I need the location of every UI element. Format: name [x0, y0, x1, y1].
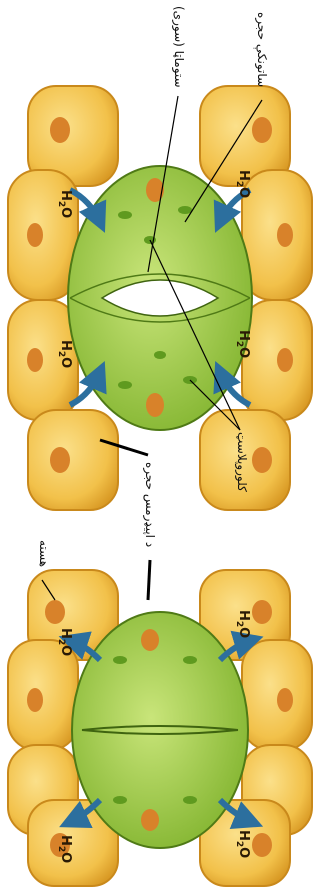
nucleus [27, 688, 43, 712]
epidermal-cell [242, 640, 312, 750]
nucleus [252, 833, 272, 857]
nucleus [45, 600, 65, 624]
guard-nucleus [146, 178, 164, 202]
guard-cells-closed [72, 612, 248, 848]
nucleus [27, 223, 43, 247]
chloroplast [183, 796, 197, 804]
label-epidermal-cell: د اپیډرمس حجره [142, 462, 157, 547]
open-stoma-panel: H2O H2O H2O H2O [8, 86, 312, 510]
chloroplast [183, 656, 197, 664]
nucleus [252, 447, 272, 473]
nucleus [277, 348, 293, 372]
chloroplast [113, 796, 127, 804]
chloroplast [178, 206, 192, 214]
chloroplast [113, 656, 127, 664]
label-nucleus: هسته [37, 540, 51, 567]
nucleus [277, 688, 293, 712]
nucleus [252, 600, 272, 624]
epidermal-cell [8, 640, 78, 750]
chloroplast [118, 381, 132, 389]
guard-nucleus [141, 629, 159, 651]
nucleus [50, 447, 70, 473]
nucleus [27, 348, 43, 372]
nucleus [277, 223, 293, 247]
guard-nucleus [141, 809, 159, 831]
closed-stoma-panel: H2O H2O H2O H2O [8, 570, 312, 886]
chloroplast [118, 211, 132, 219]
epidermal-cell [28, 410, 118, 510]
nucleus [50, 117, 70, 143]
guard-cells-open [68, 166, 252, 430]
chloroplast [154, 351, 166, 359]
label-chloroplast: کلوروپلاسټ [234, 432, 249, 492]
nucleus [252, 117, 272, 143]
guard-cell-pair [72, 612, 248, 848]
leader-epidermal-2 [148, 560, 150, 600]
label-guard-cell: ساتونکې حجره [253, 12, 269, 87]
guard-nucleus [146, 393, 164, 417]
label-stoma: ستوماټا (سوری) [171, 6, 186, 88]
